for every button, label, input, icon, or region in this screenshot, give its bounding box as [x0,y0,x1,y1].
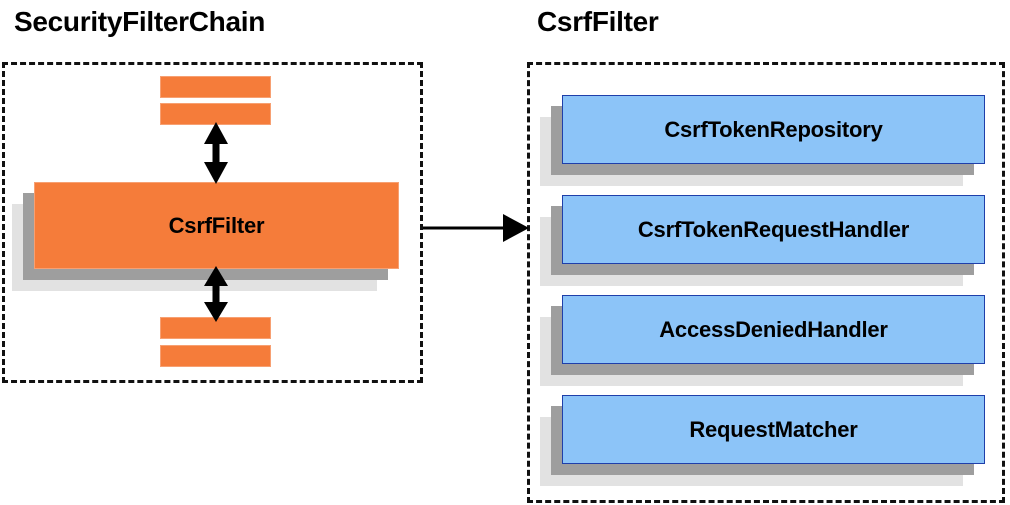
node-csrf-filter[interactable]: CsrfFilter [12,182,399,291]
node-csrf-token-repository-label: CsrfTokenRepository [562,95,985,164]
connector-arrow-up-down-lower [204,266,228,322]
node-request-matcher-label: RequestMatcher [562,395,985,464]
chain-bar-below-2 [160,345,271,367]
node-csrf-token-repository[interactable]: CsrfTokenRepository [540,95,985,186]
connector-arrow-right [423,214,529,242]
node-csrf-token-request-handler-label: CsrfTokenRequestHandler [562,195,985,264]
node-access-denied-handler-label: AccessDeniedHandler [562,295,985,364]
connector-arrow-up-down-upper [204,122,228,184]
node-access-denied-handler[interactable]: AccessDeniedHandler [540,295,985,386]
chain-bar-above-1 [160,76,271,98]
csrf-filter-panel [527,62,1005,503]
node-request-matcher[interactable]: RequestMatcher [540,395,985,486]
node-csrf-token-request-handler[interactable]: CsrfTokenRequestHandler [540,195,985,286]
panel-title-security-filter-chain: SecurityFilterChain [14,6,266,37]
security-filter-chain-panel [2,62,423,383]
panel-title-csrf-filter: CsrfFilter [537,6,659,37]
node-csrf-filter-label: CsrfFilter [34,182,399,269]
